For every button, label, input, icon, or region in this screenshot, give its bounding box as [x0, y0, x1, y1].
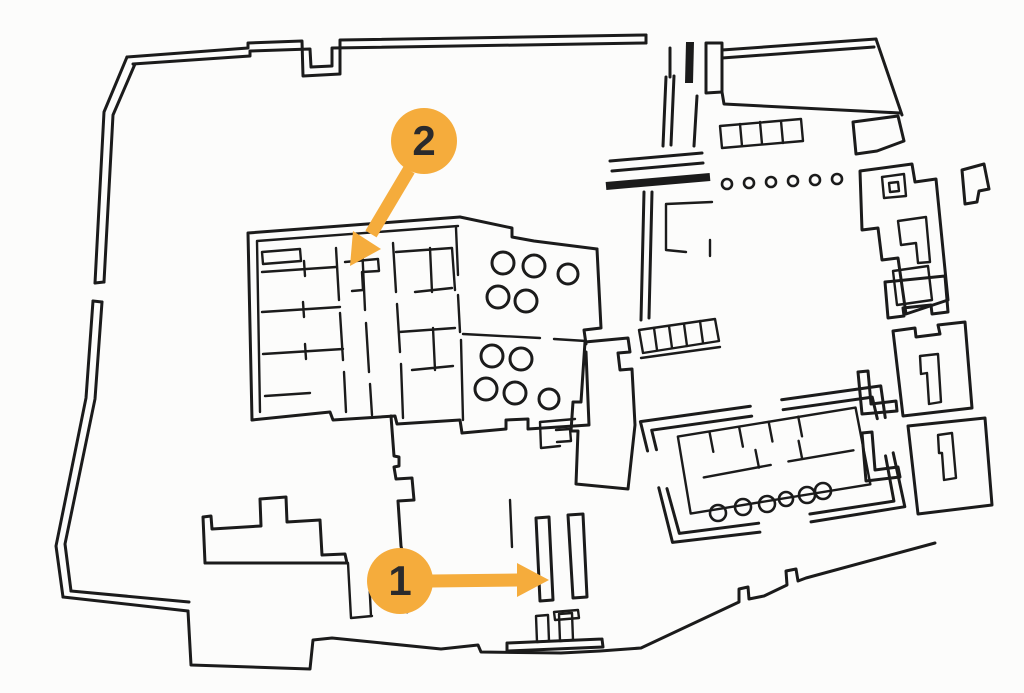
- twin-walled-monument: [505, 512, 605, 653]
- arrowhead-location-2: [350, 231, 381, 266]
- hypostyle-hall-columns: [473, 250, 580, 411]
- marker-label: 1: [388, 557, 412, 604]
- colonnade-dots-north: [720, 172, 844, 191]
- temple-room-walls: [260, 241, 457, 420]
- enclosure-wall: [54, 33, 937, 671]
- northeast-building: [704, 37, 906, 156]
- arrow-to-location-1: [431, 573, 519, 588]
- arrow-to-location-2: [365, 166, 415, 238]
- marker-arrows: [350, 166, 549, 597]
- misc-structures: [201, 336, 637, 620]
- marker-badge-2[interactable]: 2: [391, 108, 457, 174]
- southeast-palace-building: [638, 384, 907, 544]
- marker-label: 2: [412, 117, 436, 164]
- central-staircase: [637, 190, 722, 360]
- east-wing-buildings: [856, 162, 994, 516]
- arrowhead-location-1: [517, 563, 549, 597]
- central-temple-building: [246, 215, 603, 435]
- colonnade-dots-south: [708, 481, 833, 523]
- marker-badge-1[interactable]: 1: [367, 548, 433, 614]
- north-gate-passage: [605, 42, 844, 258]
- stair-cells: [718, 117, 805, 150]
